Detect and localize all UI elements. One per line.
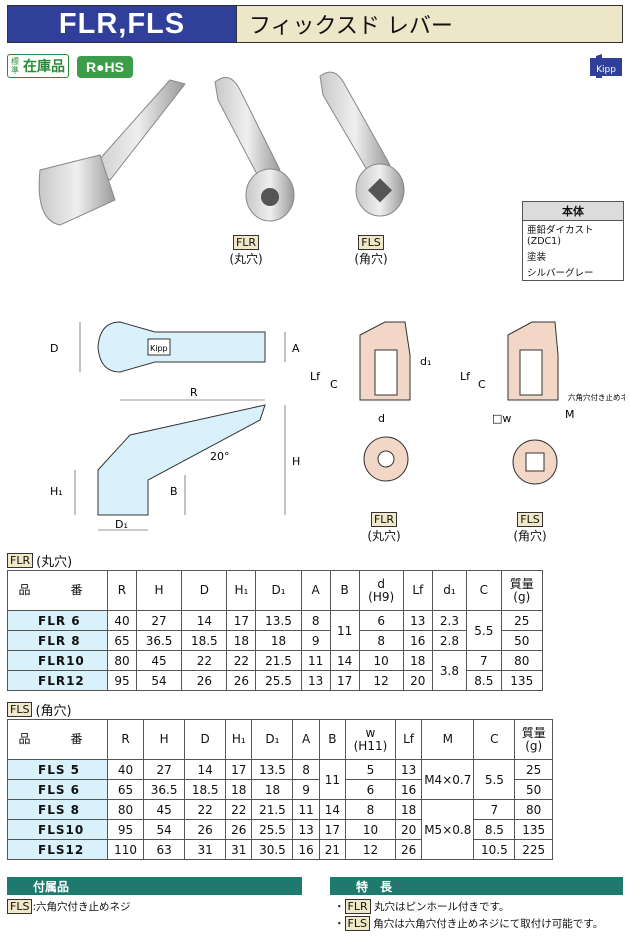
svg-text:H: H [292, 455, 300, 468]
svg-text:Lf: Lf [310, 370, 321, 383]
accessories-header: 付属品 [7, 877, 302, 895]
product-name: フィックスド レバー [236, 6, 622, 42]
accessories-text: FLS:六角穴付き止めネジ [7, 899, 131, 914]
svg-text:B: B [170, 485, 178, 498]
material-box: 本体 亜鉛ダイカスト(ZDC1) 塗装 シルバーグレー [522, 201, 624, 281]
feature-item: ・FLR 丸穴はピンホール付きです。 [334, 899, 510, 914]
product-code: FLR,FLS [8, 6, 236, 42]
svg-text:□w: □w [492, 412, 511, 425]
title-bar: FLR,FLS フィックスド レバー [7, 5, 623, 43]
svg-text:Kipp: Kipp [596, 65, 616, 75]
fls-section-caption: FLS (角穴) [513, 512, 547, 543]
svg-text:20°: 20° [210, 450, 230, 463]
fls-table-heading: FLS(角穴) [7, 700, 72, 719]
svg-text:C: C [330, 378, 338, 391]
svg-text:六角穴付き止めネジ: 六角穴付き止めネジ [568, 392, 625, 402]
lever-photo-3 [319, 71, 405, 217]
stock-badge: 標準 在庫品 [7, 54, 69, 78]
svg-text:Kipp: Kipp [150, 344, 168, 353]
feature-item: ・FLS 角穴は六角穴付き止めネジにて取付け可能です。 [334, 916, 604, 931]
svg-text:d: d [378, 412, 385, 425]
svg-text:Lf: Lf [460, 370, 471, 383]
svg-text:D: D [50, 342, 58, 355]
rohs-badge: R●HS [77, 56, 133, 78]
flr-caption: FLR (丸穴) [229, 235, 263, 266]
svg-text:C: C [478, 378, 486, 391]
lever-photo-2 [214, 77, 295, 222]
svg-text:R: R [190, 386, 198, 399]
svg-text:H₁: H₁ [50, 485, 63, 498]
product-photos [38, 71, 405, 226]
svg-text:d₁: d₁ [420, 355, 431, 368]
lever-photo-1 [38, 79, 186, 226]
flr-table-heading: FLR(丸穴) [7, 551, 72, 570]
svg-text:A: A [292, 342, 300, 355]
fls-caption: FLS (角穴) [354, 235, 388, 266]
svg-text:M: M [565, 408, 575, 421]
flr-section-caption: FLR (丸穴) [367, 512, 401, 543]
technical-drawing: Kipp D A R H H₁ B D₁ 20° Lf C d d₁ Lf C … [50, 321, 625, 531]
svg-text:D₁: D₁ [115, 518, 128, 531]
features-header: 特 長 [330, 877, 623, 895]
kipp-logo: Kipp [590, 54, 622, 78]
